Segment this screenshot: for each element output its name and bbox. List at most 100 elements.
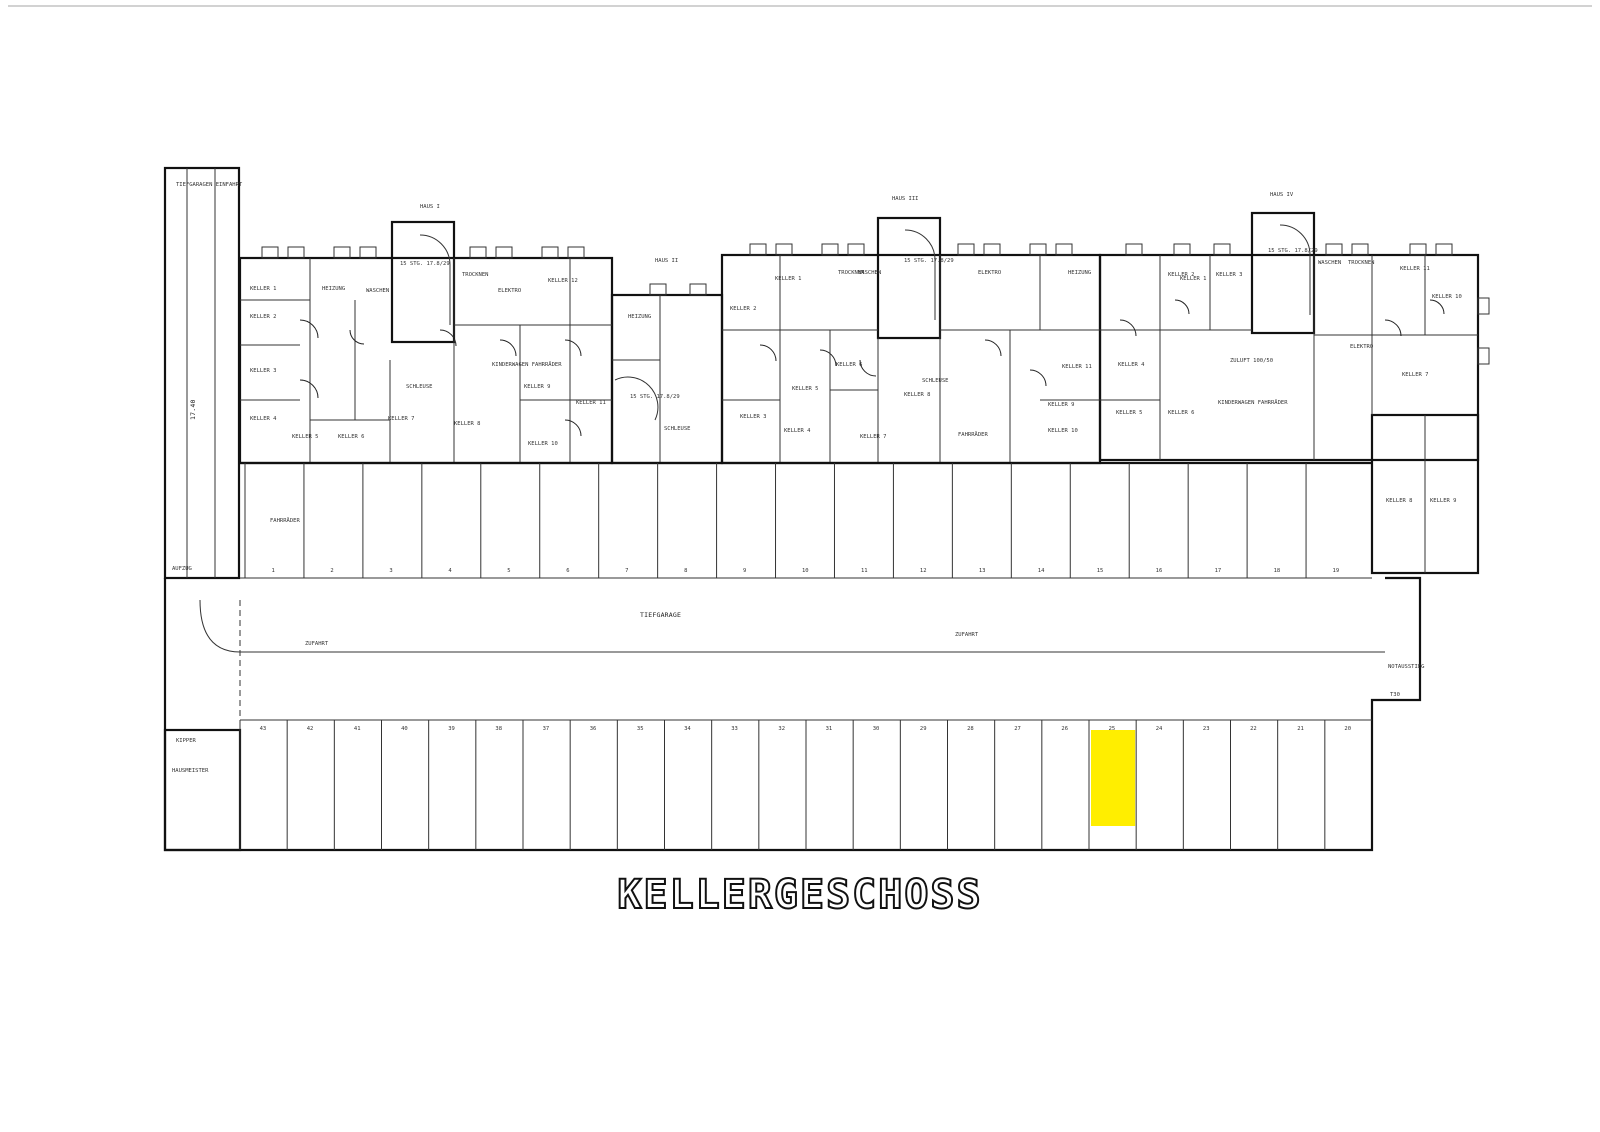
hausmeister-label: HAUSMEISTER (172, 768, 209, 774)
entrance-ramp: TIEFGARAGEN EINFAHRT 17.40 (163, 166, 243, 580)
plan-title: KELLERGESCHOSS (616, 871, 983, 919)
bottom-space-number: 32 (778, 726, 785, 732)
room-label: KELLER 9 (1048, 402, 1075, 408)
room-label: KELLER 3 (250, 368, 277, 374)
room-label: 15 STG. 17.8/29 (904, 258, 954, 264)
room-label: KELLER 5 (792, 386, 819, 392)
haus1-label: HAUS I (420, 204, 440, 210)
light-wells (261, 243, 1490, 365)
bottom-space-number: 28 (967, 726, 974, 732)
room-label: HEIZUNG (1068, 270, 1091, 276)
top-space-number: 12 (920, 568, 927, 574)
bottom-space-number: 35 (637, 726, 644, 732)
room-label: KELLER 2 (250, 314, 277, 320)
room-label: WASCHEN (1318, 260, 1341, 266)
room-label: KELLER 12 (548, 278, 578, 284)
top-space-number: 10 (802, 568, 809, 574)
top-space-number: 18 (1274, 568, 1281, 574)
top-space-number: 2 (330, 568, 333, 574)
top-space-number: 17 (1215, 568, 1222, 574)
room-label: ZULUFT 100/50 (1230, 358, 1273, 364)
bottom-space-number: 34 (684, 726, 691, 732)
bottom-space-number: 43 (260, 726, 267, 732)
room-label: KELLER 10 (1432, 294, 1462, 300)
room-label: HEIZUNG (628, 314, 651, 320)
haus3-outline (720, 253, 1102, 465)
room-label: KELLER 2 (730, 306, 757, 312)
top-space-number: 4 (448, 568, 452, 574)
interior-walls (240, 255, 1478, 573)
bottom-space-number: 26 (1061, 726, 1068, 732)
top-space-number: 1 (271, 568, 274, 574)
bottom-space-number: 21 (1297, 726, 1304, 732)
room-label: KELLER 4 (784, 428, 811, 434)
zufahrt-left-label: ZUFAHRT (305, 641, 329, 647)
top-space-number: 9 (743, 568, 746, 574)
room-label: KELLER 5 (292, 434, 319, 440)
room-label: KELLER 1 (775, 276, 802, 282)
bottom-space-number: 20 (1344, 726, 1351, 732)
zufahrt-mid-label: ZUFAHRT (955, 632, 979, 638)
house-basements (238, 211, 1480, 575)
haus3-stair-core (876, 216, 942, 340)
bottom-space-number: 31 (826, 726, 833, 732)
room-label: ELEKTRO (978, 270, 1001, 276)
room-label: 15 STG. 17.8/29 (1268, 248, 1318, 254)
room-label: FAHRRÄDER (958, 431, 988, 438)
notausstieg-label: NOTAUSSTIEG (1388, 664, 1424, 670)
haus4-label: HAUS IV (1270, 192, 1294, 198)
room-label: KELLER 2 (1168, 272, 1195, 278)
bottom-space-number: 39 (448, 726, 455, 732)
top-space-number: 13 (979, 568, 986, 574)
top-space-number: 14 (1038, 568, 1045, 574)
haus1-outline (238, 256, 614, 465)
page-top-rule (8, 5, 1592, 7)
bottom-space-number: 37 (543, 726, 550, 732)
bottom-space-number: 29 (920, 726, 927, 732)
fahrraeder-label: FAHRRÄDER (270, 517, 300, 524)
room-label: 15 STG. 17.8/29 (630, 394, 680, 400)
room-label: HEIZUNG (322, 286, 345, 292)
room-label: 15 STG. 17.8/29 (400, 261, 450, 267)
aufzug-label: AUFZUG (172, 566, 192, 572)
room-label: KELLER 9 (1430, 498, 1457, 504)
ramp-length-label: 17.40 (189, 399, 197, 420)
room-label: KELLER 3 (1216, 272, 1243, 278)
bottom-space-number: 41 (354, 726, 361, 732)
haus1-stair-core (390, 220, 456, 344)
room-label: KELLER 11 (1400, 266, 1430, 272)
room-label: KELLER 11 (1062, 364, 1092, 370)
room-label: KELLER 1 (250, 286, 277, 292)
room-label: KELLER 9 (524, 384, 551, 390)
top-space-number: 5 (507, 568, 510, 574)
room-label: KELLER 7 (388, 416, 415, 422)
room-label: KELLER 7 (1402, 372, 1429, 378)
top-space-number: 15 (1097, 568, 1104, 574)
room-label: KELLER 10 (528, 441, 558, 447)
top-space-number: 3 (389, 568, 392, 574)
room-label: KELLER 6 (836, 362, 863, 368)
notausstieg-door-label: T30 (1390, 692, 1400, 698)
room-label: WASCHEN (366, 288, 389, 294)
bottom-space-number: 40 (401, 726, 408, 732)
room-label: KELLER 4 (250, 416, 277, 422)
highlighted-parking-space (1091, 730, 1136, 826)
room-label: SCHLEUSE (406, 384, 433, 390)
room-label: KELLER 10 (1048, 428, 1078, 434)
top-space-number: 7 (625, 568, 628, 574)
haus2-label: HAUS II (655, 258, 678, 264)
room-label: KELLER 5 (1116, 410, 1143, 416)
labels: HAUS I HAUS II HAUS III HAUS IV TIEFGARA… (172, 192, 1424, 774)
room-label: SCHLEUSE (922, 378, 949, 384)
room-label: KELLER 8 (904, 392, 931, 398)
room-label: KELLER 8 (454, 421, 481, 427)
top-space-number: 19 (1333, 568, 1340, 574)
room-label: KELLER 1 (1180, 276, 1207, 282)
room-label: KINDERWAGEN FAHRRÄDER (1218, 399, 1288, 406)
garage (163, 461, 1422, 852)
haus4-stair-core (1250, 211, 1316, 335)
room-label: ELEKTRO (498, 288, 521, 294)
